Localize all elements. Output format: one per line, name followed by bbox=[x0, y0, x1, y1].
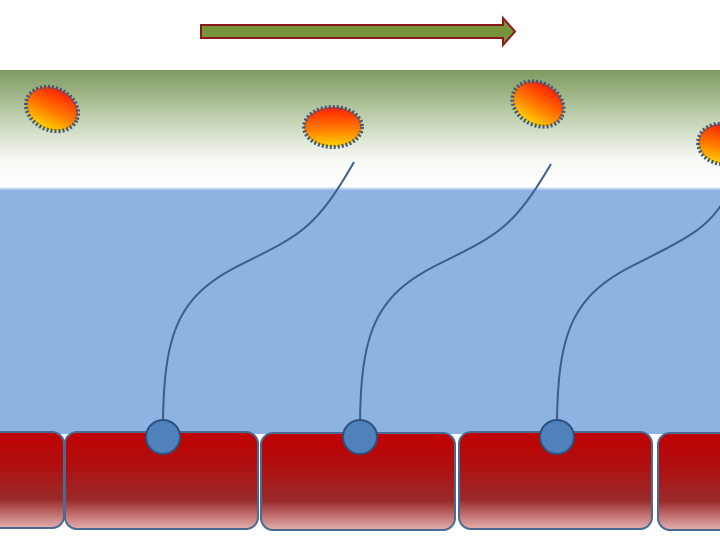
anchor-node bbox=[539, 419, 575, 455]
epithelial-cell bbox=[657, 432, 720, 531]
epithelial-cells bbox=[0, 431, 720, 531]
tether bbox=[359, 163, 552, 423]
tether bbox=[162, 161, 355, 423]
tethers bbox=[162, 161, 720, 423]
anchors bbox=[145, 419, 575, 455]
flow-arrow-icon bbox=[200, 15, 517, 48]
anchor-node bbox=[145, 419, 181, 455]
flow-arrow bbox=[200, 15, 517, 48]
tether bbox=[556, 205, 720, 423]
bacterium bbox=[696, 121, 720, 167]
bacteria bbox=[23, 79, 720, 167]
bacterium bbox=[510, 79, 566, 129]
anchor-node bbox=[342, 419, 378, 455]
bacterium bbox=[23, 84, 81, 134]
bacterium bbox=[302, 105, 364, 149]
epithelial-cell bbox=[0, 431, 65, 529]
